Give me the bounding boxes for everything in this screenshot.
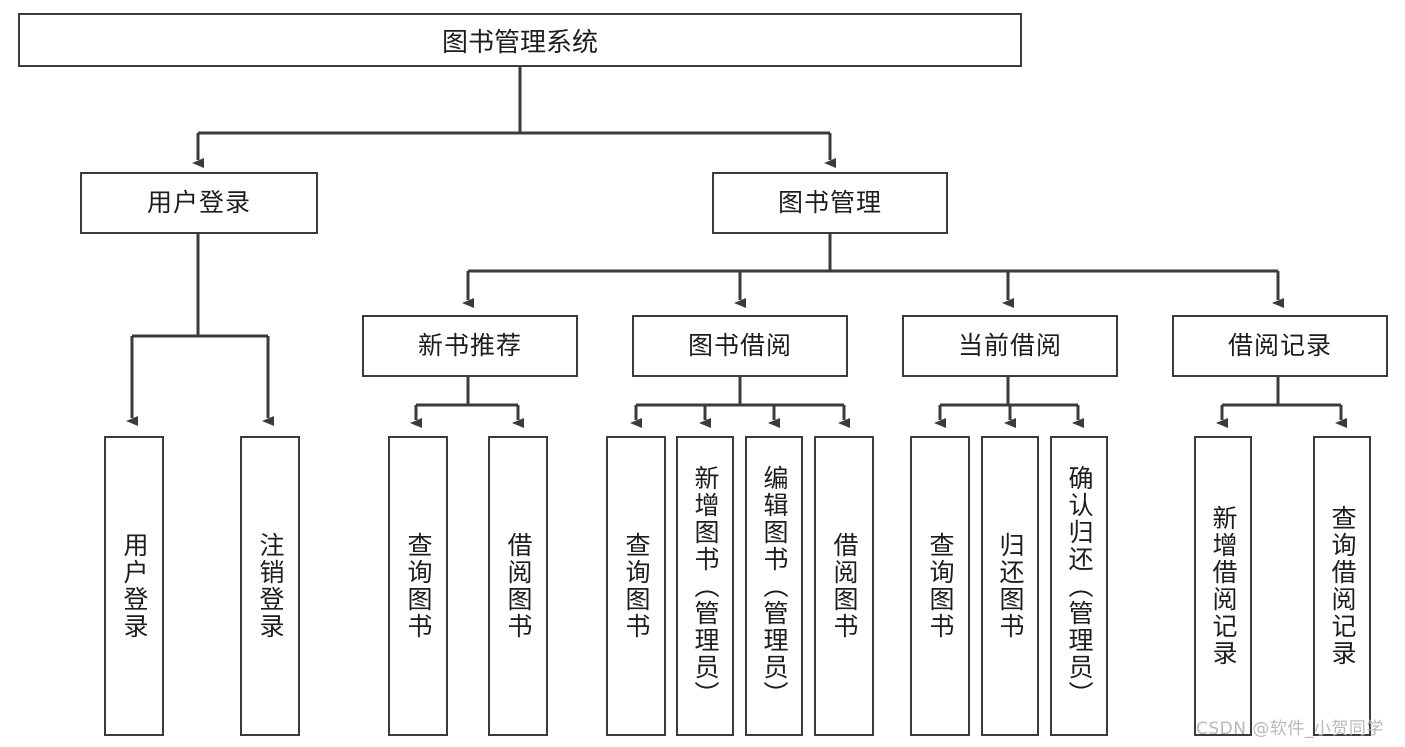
node-borrow-record[interactable]: 借阅记录 (1172, 315, 1388, 377)
leaf-label: 查询图书 (926, 532, 955, 640)
node-book-borrow[interactable]: 图书借阅 (632, 315, 848, 377)
leaf-confirm-return-admin[interactable]: 确认归还（管理员） (1050, 436, 1108, 736)
node-label: 当前借阅 (957, 331, 1062, 361)
node-label: 图书借阅 (687, 331, 792, 361)
leaf-logout[interactable]: 注销登录 (240, 436, 300, 736)
leaf-user-login[interactable]: 用户登录 (104, 436, 164, 736)
leaf-label: 查询图书 (404, 532, 433, 640)
leaf-label: 查询借阅记录 (1328, 505, 1357, 667)
node-book-management[interactable]: 图书管理 (712, 172, 948, 234)
leaf-query-book-current[interactable]: 查询图书 (910, 436, 970, 736)
leaf-label: 确认归还（管理员） (1065, 464, 1094, 708)
leaf-return-book[interactable]: 归还图书 (981, 436, 1039, 736)
leaf-add-book-admin[interactable]: 新增图书（管理员） (676, 436, 734, 736)
leaf-query-book-borrow[interactable]: 查询图书 (606, 436, 666, 736)
leaf-query-borrow-record[interactable]: 查询借阅记录 (1313, 436, 1371, 736)
leaf-label: 注销登录 (256, 532, 285, 640)
leaf-edit-book-admin[interactable]: 编辑图书（管理员） (745, 436, 803, 736)
leaf-borrow-book-newbook[interactable]: 借阅图书 (488, 436, 548, 736)
node-root-system[interactable]: 图书管理系统 (18, 13, 1022, 67)
node-label: 借阅记录 (1227, 331, 1332, 361)
node-new-book-recommend[interactable]: 新书推荐 (362, 315, 578, 377)
leaf-label: 用户登录 (120, 532, 149, 640)
leaf-borrow-book[interactable]: 借阅图书 (814, 436, 874, 736)
leaf-label: 新增图书（管理员） (691, 464, 720, 708)
node-current-borrow[interactable]: 当前借阅 (902, 315, 1118, 377)
csdn-watermark: CSDN @软件_小贺同学 (1196, 719, 1384, 739)
leaf-add-borrow-record[interactable]: 新增借阅记录 (1194, 436, 1252, 736)
node-user-login[interactable]: 用户登录 (80, 172, 318, 234)
leaf-label: 新增借阅记录 (1209, 505, 1238, 667)
leaf-label: 归还图书 (996, 532, 1025, 640)
node-label: 用户登录 (146, 188, 251, 218)
node-label: 图书管理 (777, 188, 882, 218)
node-label: 图书管理系统 (441, 27, 598, 58)
node-label: 新书推荐 (417, 331, 522, 361)
leaf-label: 查询图书 (622, 532, 651, 640)
leaf-label: 借阅图书 (830, 532, 859, 640)
leaf-query-book-newbook[interactable]: 查询图书 (388, 436, 448, 736)
leaf-label: 借阅图书 (504, 532, 533, 640)
leaf-label: 编辑图书（管理员） (760, 464, 789, 708)
